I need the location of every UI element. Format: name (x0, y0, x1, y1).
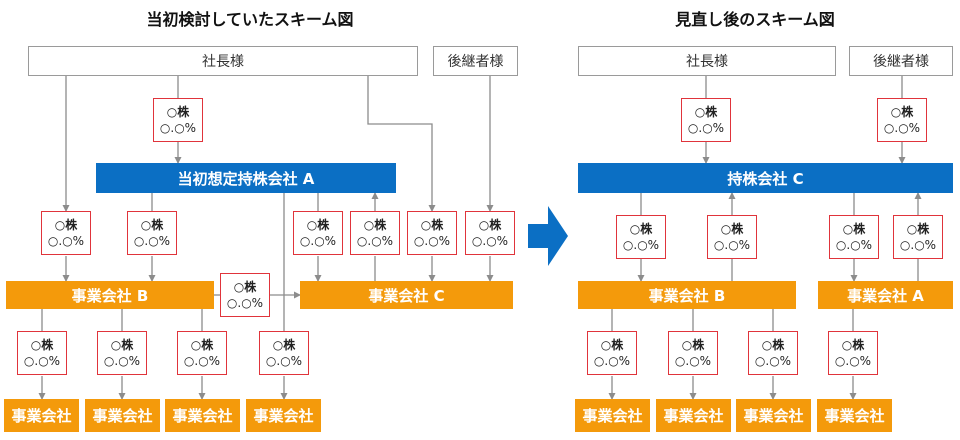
share-box: ○株○.○% (748, 331, 798, 375)
share-box: ○株○.○% (616, 215, 666, 259)
company-left-2: 事業会社 (85, 399, 160, 432)
company-left-1: 事業会社 (4, 399, 79, 432)
share-box: ○株○.○% (41, 211, 91, 255)
right-title: 見直し後のスキーム図 (675, 10, 835, 29)
transition-arrow-icon (528, 206, 568, 266)
company-a: 事業会社 A (818, 281, 953, 309)
left-title: 当初検討していたスキーム図 (146, 10, 354, 29)
share-box: ○株○.○% (681, 98, 731, 142)
share-box: ○株○.○% (465, 211, 515, 255)
president-box: 社長様 (28, 46, 418, 76)
successor-box-after: 後継者様 (849, 46, 953, 76)
company-right-2: 事業会社 (656, 399, 731, 432)
share-box: ○株○.○% (97, 331, 147, 375)
holding-company-a: 当初想定持株会社 A (96, 163, 396, 193)
share-box: ○株○.○% (829, 215, 879, 259)
share-box: ○株○.○% (707, 215, 757, 259)
share-box: ○株○.○% (587, 331, 637, 375)
company-b-right: 事業会社 B (578, 281, 796, 309)
share-box: ○株○.○% (259, 331, 309, 375)
company-left-3: 事業会社 (165, 399, 240, 432)
share-box: ○株○.○% (17, 331, 67, 375)
share-box: ○株○.○% (893, 215, 943, 259)
share-box: ○株○.○% (177, 331, 227, 375)
share-box: ○株○.○% (407, 211, 457, 255)
share-box: ○株○.○% (828, 331, 878, 375)
share-box: ○株○.○% (220, 273, 270, 317)
share-box: ○株○.○% (153, 98, 203, 142)
successor-box: 後継者様 (433, 46, 518, 76)
holding-company-c: 持株会社 C (578, 163, 953, 193)
company-left-4: 事業会社 (246, 399, 321, 432)
share-box: ○株○.○% (350, 211, 400, 255)
share-box: ○株○.○% (127, 211, 177, 255)
share-box: ○株○.○% (668, 331, 718, 375)
company-c: 事業会社 C (300, 281, 513, 309)
company-b-left: 事業会社 B (6, 281, 214, 309)
share-box: ○株○.○% (877, 98, 927, 142)
company-right-1: 事業会社 (575, 399, 650, 432)
share-box: ○株○.○% (293, 211, 343, 255)
company-right-3: 事業会社 (736, 399, 811, 432)
company-right-4: 事業会社 (817, 399, 892, 432)
president-box-after: 社長様 (578, 46, 836, 76)
